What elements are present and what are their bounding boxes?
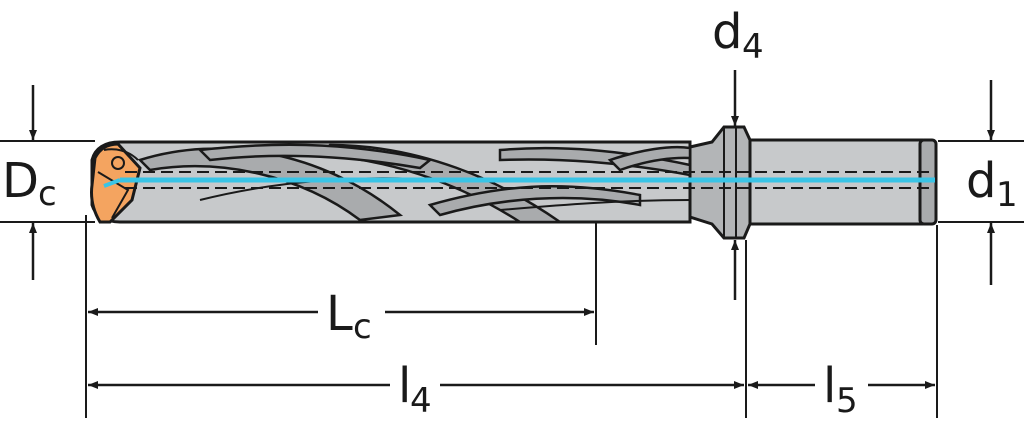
label-d1-main: d <box>966 153 996 209</box>
label-l4-main: l <box>398 358 411 414</box>
label-d1-sub: 1 <box>996 175 1018 215</box>
label-l4: l 4 <box>398 358 432 421</box>
label-l5: l 5 <box>823 358 858 421</box>
label-l5-sub: 5 <box>836 381 858 421</box>
label-dc: D c <box>2 153 57 214</box>
label-lc: L c <box>326 286 372 347</box>
label-d4-main: d <box>712 4 742 60</box>
extension-lines <box>0 140 1024 418</box>
label-dc-main: D <box>2 153 39 209</box>
label-l4-sub: 4 <box>410 381 432 421</box>
label-dc-sub: c <box>38 174 57 214</box>
coolant-channel <box>103 171 935 189</box>
dimension-arrows <box>29 70 995 389</box>
label-d1: d 1 <box>966 153 1018 215</box>
label-lc-main: L <box>326 286 353 342</box>
label-d4-sub: 4 <box>742 27 764 67</box>
label-lc-sub: c <box>353 307 372 347</box>
label-d4: d 4 <box>712 4 764 67</box>
label-l5-main: l <box>823 358 836 414</box>
